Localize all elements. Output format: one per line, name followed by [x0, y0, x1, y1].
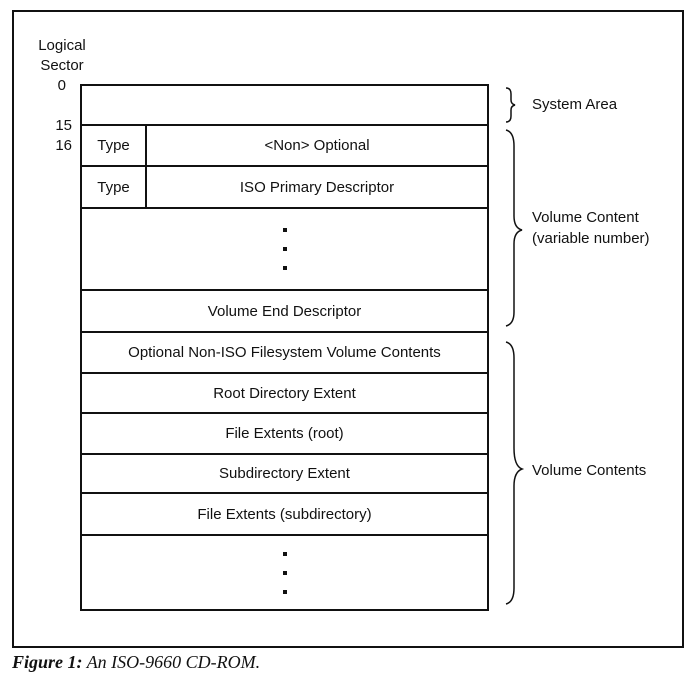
ellipsis-icon [282, 228, 287, 270]
row-label: Optional Non-ISO Filesystem Volume Conte… [128, 344, 441, 361]
braces [505, 87, 525, 605]
sector-number-0: 0 [57, 77, 66, 94]
row-ellipsis-2 [80, 534, 489, 611]
row-label: Subdirectory Extent [219, 465, 350, 482]
caption-figure-number: Figure 1: [12, 652, 83, 672]
sector-number-15: 15 [55, 117, 72, 134]
row-system-area [80, 84, 489, 124]
brace-volume-contents-icon [505, 341, 525, 605]
row-file-extents-root: File Extents (root) [80, 412, 489, 453]
brace-system-area-icon [505, 87, 516, 123]
brace-label-volume-content-line1: Volume Content [532, 209, 639, 226]
row-iso-primary-descriptor: Type ISO Primary Descriptor [80, 165, 489, 207]
type-cell: Type [82, 126, 147, 165]
row-non-optional: Type <Non> Optional [80, 124, 489, 165]
caption-text: An ISO-9660 CD-ROM. [82, 652, 261, 672]
brace-label-volume-content: Volume Content (variable number) [532, 207, 650, 249]
brace-label-system-area: System Area [532, 96, 618, 113]
logical-sector-label-line1: Logical [38, 37, 86, 54]
row-label: ISO Primary Descriptor [239, 178, 395, 196]
row-label: <Non> Optional [264, 137, 370, 154]
brace-label-volume-contents: Volume Contents [532, 462, 647, 479]
sector-number-16: 16 [55, 137, 72, 154]
row-subdirectory-extent: Subdirectory Extent [80, 453, 489, 492]
row-volume-end-descriptor: Volume End Descriptor [80, 289, 489, 331]
figure-caption: Figure 1: An ISO-9660 CD-ROM. [12, 652, 260, 673]
row-label: Volume End Descriptor [207, 302, 362, 320]
brace-label-volume-content-line2: (variable number) [532, 230, 650, 247]
row-label: File Extents (subdirectory) [197, 505, 372, 523]
row-root-directory-extent: Root Directory Extent [80, 372, 489, 412]
ellipsis-icon [282, 551, 287, 594]
row-label: File Extents (root) [225, 425, 344, 442]
row-label: Root Directory Extent [213, 384, 356, 402]
row-optional-non-iso: Optional Non-ISO Filesystem Volume Conte… [80, 331, 489, 372]
row-file-extents-subdirectory: File Extents (subdirectory) [80, 492, 489, 534]
brace-volume-content-icon [505, 129, 523, 327]
type-cell: Type [82, 167, 147, 207]
figure-frame [12, 10, 684, 648]
sector-stack: Type <Non> Optional Type ISO Primary Des… [80, 84, 489, 611]
logical-sector-label: Logical Sector [22, 36, 102, 76]
row-ellipsis-1 [80, 207, 489, 289]
logical-sector-label-line2: Sector [40, 57, 84, 74]
